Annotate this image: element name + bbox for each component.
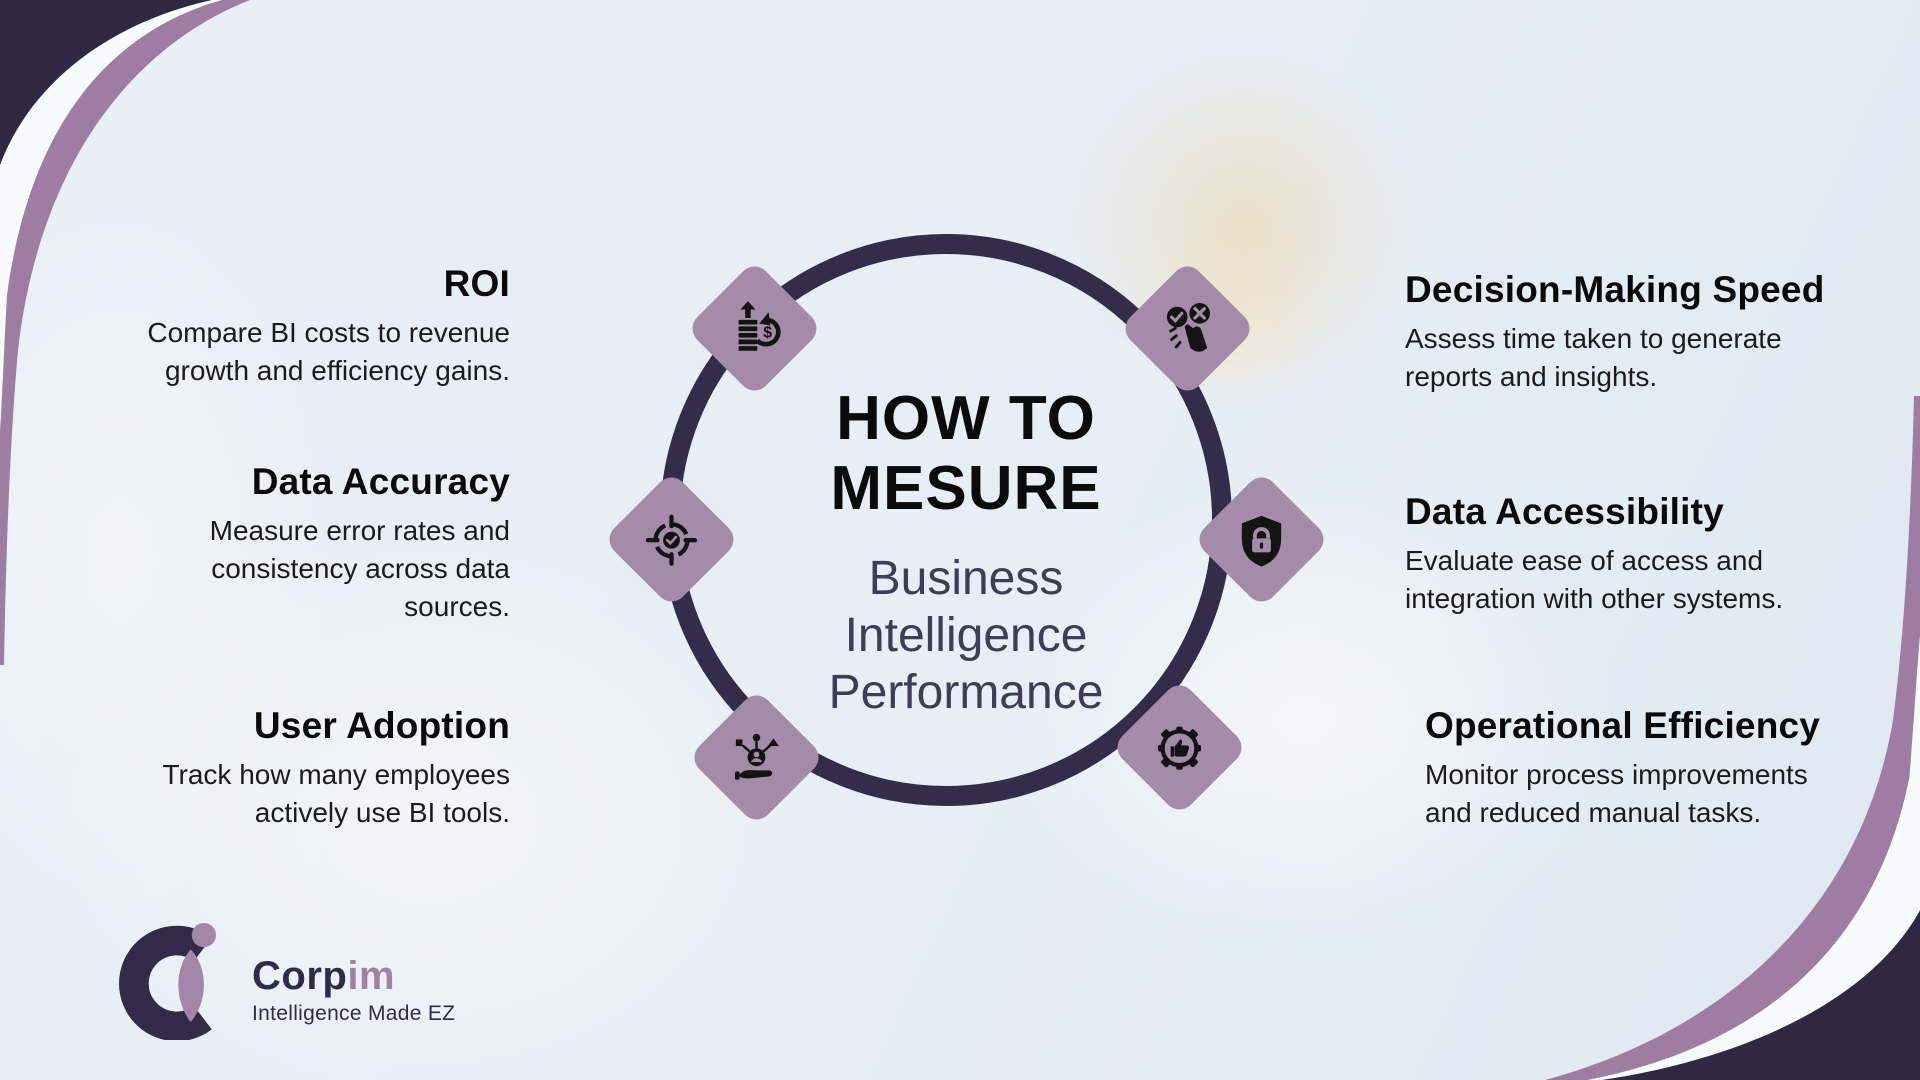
brand-tagline: Intelligence Made EZ	[252, 1002, 456, 1025]
item-roi-body: Compare BI costs to revenue growth and e…	[147, 317, 510, 386]
item-data-accessibility-heading: Data Accessibility	[1405, 491, 1724, 532]
brand-logo-text: Corpim Intelligence Made EZ	[252, 930, 455, 1026]
coins-growth-dollar-icon: $	[738, 300, 781, 351]
item-decision-making-speed-body: Assess time taken to generate reports an…	[1405, 323, 1782, 392]
diamond-user-adoption	[687, 688, 826, 827]
diamond-data-accessibility	[1192, 470, 1331, 609]
brand-logo: Corpim Intelligence Made EZ	[106, 916, 455, 1040]
diamond-decision-making	[1118, 259, 1257, 398]
item-decision-making-speed: Decision-Making Speed Assess time taken …	[1405, 268, 1873, 396]
item-decision-making-speed-heading: Decision-Making Speed	[1405, 269, 1825, 310]
item-user-adoption: User Adoption Track how many employees a…	[142, 704, 510, 832]
item-data-accuracy-heading: Data Accuracy	[251, 461, 510, 502]
item-operational-efficiency-heading: Operational Efficiency	[1425, 705, 1821, 746]
item-roi: ROI Compare BI costs to revenue growth a…	[90, 262, 510, 390]
item-roi-heading: ROI	[443, 263, 510, 304]
item-data-accuracy-body: Measure error rates and consistency acro…	[209, 515, 510, 622]
main-subtitle: Business Intelligence Performance	[828, 552, 1104, 719]
item-data-accessibility: Data Accessibility Evaluate ease of acce…	[1405, 490, 1837, 618]
corpim-logo-icon	[119, 923, 216, 1040]
diamond-data-accuracy	[602, 470, 741, 609]
hand-user-network-icon	[734, 733, 779, 780]
diamond-roi: $	[685, 259, 824, 398]
corner-decoration-bottom-right	[1545, 396, 1920, 1080]
item-data-accessibility-body: Evaluate ease of access and integration …	[1405, 545, 1784, 614]
diamond-operational-efficiency	[1110, 678, 1249, 817]
choice-check-cross-icon	[1166, 302, 1210, 351]
shield-lock-icon	[1241, 515, 1282, 566]
gear-thumbs-up-icon	[1157, 725, 1202, 770]
target-check-icon	[645, 513, 698, 566]
brand-name: Corpim	[252, 954, 396, 998]
svg-text:$: $	[763, 324, 772, 341]
item-data-accuracy: Data Accuracy Measure error rates and co…	[170, 460, 510, 626]
item-operational-efficiency-body: Monitor process improvements and reduced…	[1425, 759, 1808, 828]
item-user-adoption-body: Track how many employees actively use BI…	[162, 759, 510, 828]
item-user-adoption-heading: User Adoption	[253, 705, 510, 746]
item-operational-efficiency: Operational Efficiency Monitor process i…	[1425, 704, 1843, 832]
corner-decoration-top-left	[0, 0, 250, 665]
